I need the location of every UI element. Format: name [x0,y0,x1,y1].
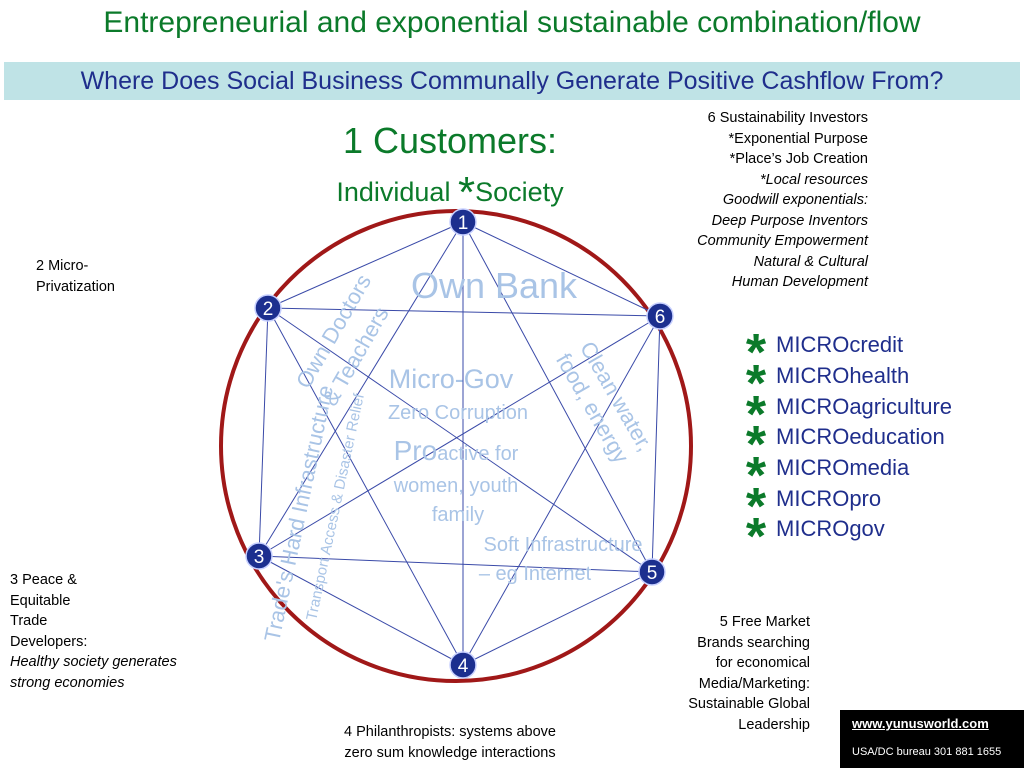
philanthropists-line: 4 Philanthropists: systems above [344,724,556,740]
node-4-label: 4 [458,656,469,677]
pro-small: active for [437,443,518,465]
node-5[interactable]: 5 [638,558,666,586]
market-line: Media/Marketing: [698,675,810,692]
market-line: 5 Free Market [719,614,810,630]
privatization-line: 2 Micro- [36,258,89,274]
star-icon: * [745,422,767,453]
node-4[interactable]: 4 [449,651,477,679]
peace-italic-line: strong economies [10,674,125,691]
philanthropists-block: 4 Philanthropists: systems above zero su… [300,722,600,763]
node-3[interactable]: 3 [245,542,273,570]
investors-italic-line: Goodwill exponentials: [722,192,868,208]
market-block: 5 Free Market Brands searching for econo… [620,612,810,735]
philanthropists-line: zero sum knowledge interactions [344,744,556,761]
node-6[interactable]: 6 [646,302,674,330]
proactive-label: Proactive for [394,435,519,466]
customers-heading: 1 Customers: [342,120,558,161]
node-5-label: 5 [647,563,658,584]
investors-line: 6 Sustainability Investors [707,110,868,126]
zero-corruption-label: Zero Corruption [388,402,528,424]
star-icon: * [745,453,767,484]
customers-society: Society [475,177,564,207]
star-icon: * [457,168,476,217]
micro-item-label: MICROagriculture [776,393,953,419]
node-2-label: 2 [263,299,274,320]
investors-block: 6 Sustainability Investors *Exponential … [600,108,868,293]
investors-italic-line: *Local resources [760,171,868,188]
star-icon: * [745,361,767,392]
peace-line: 3 Peace & [10,572,77,588]
micro-item: * MICROgov [736,514,1021,545]
peace-line: Developers: [10,633,88,650]
micro-item-label: MICROgov [776,516,885,542]
investors-line: *Place’s Job Creation [729,151,868,167]
market-line: Leadership [738,716,810,733]
own-bank-label: Own Bank [411,265,578,306]
market-line: for economical [715,655,810,671]
investors-italic-line: Community Empowerment [697,233,868,249]
micro-item-label: MICROcredit [776,332,904,358]
node-1[interactable]: 1 [449,208,477,236]
market-line: Brands searching [697,634,810,651]
node-6-label: 6 [655,307,666,328]
micro-item: * MICROhealth [736,361,1021,392]
micro-item: * MICROagriculture [736,391,1021,422]
family-label: family [432,504,484,526]
micro-item: * MICROmedia [736,453,1021,484]
slide-title: Entrepreneurial and exponential sustaina… [103,6,921,39]
micro-gov-label: Micro-Gov [389,364,514,394]
customers-individual: Individual [336,177,458,207]
investors-line: *Exponential Purpose [728,130,868,147]
node-3-label: 3 [254,547,265,568]
node-1-label: 1 [458,213,469,234]
micro-item: * MICROcredit [736,330,1021,361]
peace-italic-line: Healthy society generates [10,654,177,670]
node-2[interactable]: 2 [254,294,282,322]
peace-line: Trade [10,613,48,629]
website-link[interactable]: www.yunusworld.com [852,716,989,731]
micro-item: * MICROeducation [736,422,1021,453]
connection-lines [258,221,661,666]
internet-label: – eg Internet [479,563,592,585]
privatization-block: 2 Micro- Privatization [36,256,176,297]
micro-item: * MICROpro [736,483,1021,514]
privatization-line: Privatization [36,278,115,295]
star-icon: * [745,330,767,361]
micro-item-label: MICROpro [776,485,882,511]
customers-subheading: Individual *Society [290,168,610,218]
star-icon: * [745,514,767,545]
investors-italic-line: Deep Purpose Inventors [711,212,868,229]
bureau-phone: USA/DC bureau 301 881 1655 [852,746,1002,758]
question-banner: Where Does Social Business Communally Ge… [4,62,1020,100]
pro-big: Pro [394,435,438,466]
micro-item-label: MICROhealth [776,363,910,389]
micro-item-label: MICROeducation [776,424,945,450]
peace-block: 3 Peace & Equitable Trade Developers: He… [10,570,230,693]
star-icon: * [745,391,767,422]
market-line: Sustainable Global [688,696,810,712]
footer-box [840,710,1024,768]
women-youth-label: women, youth [393,475,519,497]
soft-infrastructure-label: Soft Infrastructure [484,534,643,556]
investors-italic-line: Natural & Cultural [753,253,868,270]
star-icon: * [745,483,767,514]
micro-item-label: MICROmedia [776,455,910,481]
peace-line: Equitable [10,592,71,609]
investors-italic-line: Human Development [731,274,868,290]
micro-list: * MICROcredit * MICROhealth * MICROagricult… [736,330,1021,545]
